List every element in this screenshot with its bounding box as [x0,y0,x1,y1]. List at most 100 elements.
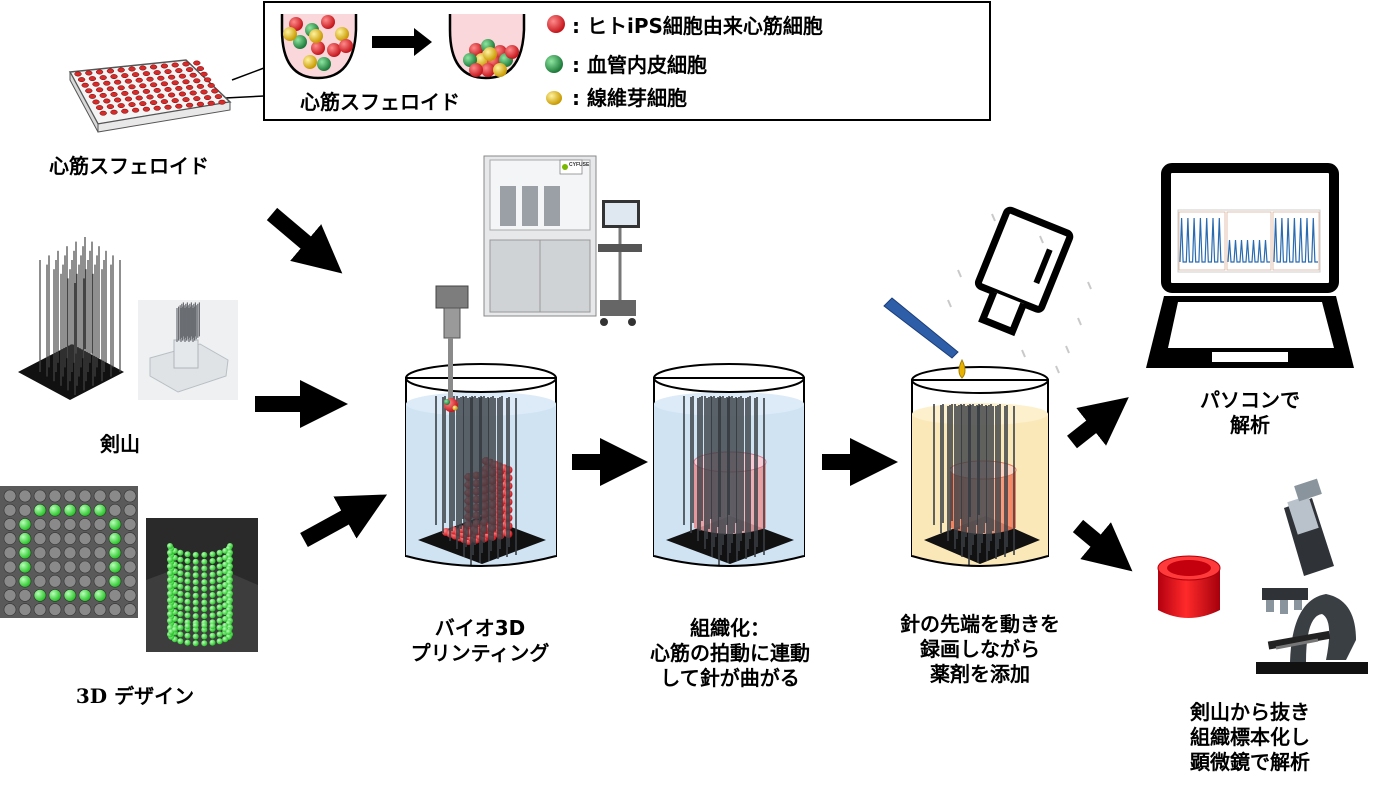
design-sphere [222,602,229,609]
plate-well [167,92,176,98]
design-sphere [201,565,208,572]
plate-well [131,89,140,95]
design-voxel [93,546,107,560]
plate-well [124,78,133,84]
design-sphere [167,583,173,590]
design-voxel-active [78,589,92,602]
legend-label-endothelial: 血管内皮細胞 [586,53,707,77]
design-sphere [216,549,223,556]
label-record: 針の先端を動きを 録画しながら 薬剤を添加 [860,612,1100,687]
design-voxel [18,589,32,602]
legend-marker-cardiomyocyte [547,15,565,33]
design-sphere [201,640,208,647]
design-voxel [108,603,122,616]
kenzan-needles [18,237,124,400]
design-sphere [216,570,223,577]
sparkle [1055,365,1060,374]
design-voxel [123,518,137,531]
plate-well [182,61,190,67]
cell-sphere [317,57,331,71]
design-sphere [201,633,208,640]
design-sphere [216,590,223,597]
design-voxel [3,489,17,503]
sparkle [1039,235,1044,244]
design-sphere [216,617,223,624]
plate-well [157,93,165,99]
cell-sphere [481,63,495,77]
cell-sphere [505,45,519,59]
design-sphere [192,599,199,606]
design-voxel [33,560,47,574]
spheroid-bowl-before [280,14,358,80]
label-tissue: 組織化： 心筋の拍動に連動 して針が曲がる [610,616,850,691]
plate-well [193,78,201,84]
design-sphere [167,604,173,611]
design-voxel [123,532,137,545]
arrow-spheroid [266,207,343,274]
design-voxel [78,532,92,545]
label-pc: パソコンで 解析 [1160,388,1340,438]
design-sphere [192,579,199,586]
record-line-3: 薬剤を添加 [930,662,1030,686]
cell-sphere [309,29,323,43]
leader-line [224,95,265,99]
design-sphere [201,599,208,606]
plate-well [178,91,187,97]
tissue-line-2: 心筋の拍動に連動 [650,641,810,665]
design-sphere [184,598,191,605]
plate-well [81,82,89,88]
design-voxel [48,489,62,503]
cell-sphere [469,63,483,77]
design-voxel-active [108,574,122,588]
plate-well [135,77,143,83]
design-voxel [93,560,107,574]
plate-well [113,97,122,103]
plate-well [189,72,197,78]
design-sphere [192,640,199,647]
plate-well [203,95,212,101]
plate-well [85,70,93,76]
legend-box [263,1,991,121]
design-sphere [201,558,208,565]
plate-well [185,67,194,73]
design-voxel [63,574,77,588]
plate-well [153,105,161,111]
design-sphere [184,558,191,564]
design-sphere [209,585,216,592]
design-sphere [216,556,223,563]
plate-well [196,66,205,72]
cell-sphere [483,47,497,61]
design-voxel [93,574,107,588]
design-voxel-active [93,503,107,517]
design-grid [0,486,138,618]
design-voxel [48,560,62,574]
plate-well [196,101,205,107]
plate-well [113,79,122,85]
design-voxel [123,546,137,560]
design-sphere [167,577,173,583]
plate-well [106,68,115,74]
design-sphere [184,578,191,585]
plate-well [203,77,212,83]
design-sphere [177,604,184,611]
design-sphere [171,626,178,633]
design-voxel [63,603,77,616]
cell-sphere [335,27,349,41]
plate-well [88,93,97,99]
cell-sphere [321,15,335,29]
design-sphere [209,639,216,646]
design-voxel-active [63,589,77,602]
design-voxel [123,603,137,616]
design-voxel [123,574,137,588]
design-sphere [209,564,216,571]
design-voxel [33,574,47,588]
kenzan-photo [138,300,238,400]
design-voxel [48,518,62,531]
record-line-2: 録画しながら [920,637,1040,661]
design-sphere [222,595,229,602]
design-voxel-active [18,532,32,545]
sparkle [1087,281,1092,290]
design-voxel-active [18,574,32,588]
plate-well [121,90,129,96]
design-sphere [184,551,191,558]
